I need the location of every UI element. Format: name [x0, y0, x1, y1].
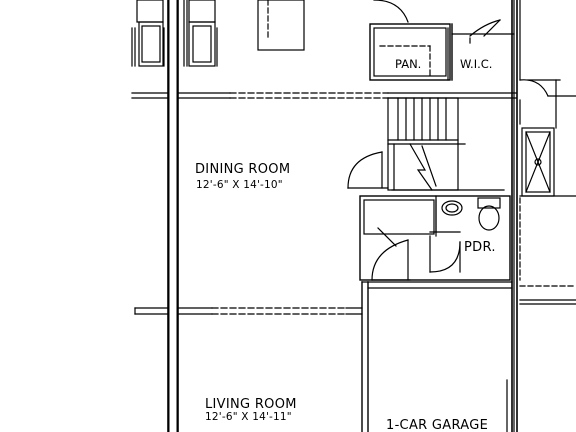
kitchen-island	[257, 0, 305, 51]
shower-right	[519, 79, 576, 197]
wall-dining-living	[134, 307, 363, 315]
right-lower-region	[519, 195, 576, 305]
wall-kitchen-dining	[131, 92, 517, 99]
room-name-dining: DINING ROOM	[195, 162, 290, 177]
pantry-wic-block	[369, 0, 515, 81]
room-dims-living: 12'-6" X 14'-11"	[205, 411, 292, 423]
room-dims-dining: 12'-6" X 14'-10"	[196, 179, 283, 191]
room-name-pantry: PAN.	[395, 57, 421, 71]
room-name-garage: 1-CAR GARAGE	[386, 418, 488, 432]
door-swing-powder	[371, 227, 411, 281]
powder-room	[359, 195, 511, 281]
garage-walls	[361, 281, 513, 432]
stairs	[387, 97, 505, 191]
room-name-living: LIVING ROOM	[205, 397, 297, 412]
exterior-wall-right	[511, 0, 521, 432]
door-swing-stairs	[347, 151, 389, 189]
exterior-wall-left	[167, 0, 179, 432]
window-top-left	[131, 0, 218, 67]
room-name-wic: W.I.C.	[460, 57, 492, 71]
room-name-powder: PDR.	[464, 240, 496, 255]
